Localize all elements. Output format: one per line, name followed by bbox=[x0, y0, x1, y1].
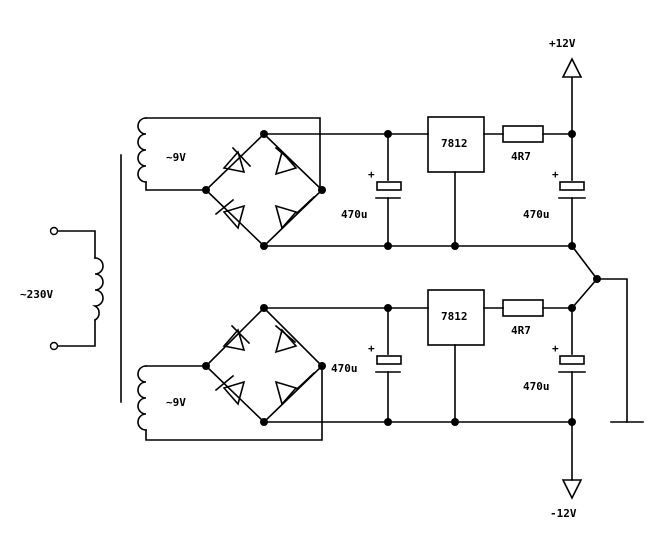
primary-wire-top bbox=[57, 230, 96, 259]
bridge-bottom-outline bbox=[204, 306, 324, 424]
diode-top-3 bbox=[214, 198, 246, 230]
cap-in-bottom: + 470u bbox=[331, 307, 402, 423]
secondary-top-lower-wire bbox=[145, 181, 207, 191]
diode-top-4 bbox=[274, 195, 316, 230]
svg-text:+: + bbox=[552, 342, 559, 355]
secondary-top-upper-wire bbox=[145, 117, 321, 191]
svg-text:+: + bbox=[552, 168, 559, 181]
resistor-bottom: 4R7 bbox=[502, 299, 573, 337]
primary-coil bbox=[91, 257, 104, 322]
diode-bottom-2 bbox=[274, 324, 298, 354]
vpos-label: +12V bbox=[549, 37, 576, 50]
diode-bottom-4 bbox=[274, 371, 316, 406]
regulator-top-label: 7812 bbox=[441, 137, 468, 150]
cap-out-top: + 470u bbox=[523, 133, 586, 247]
mains-label: ~230V bbox=[20, 288, 53, 301]
cap-out-bottom: + 470u bbox=[523, 307, 586, 423]
cap-in-bottom-label: 470u bbox=[331, 362, 358, 375]
ground-junction bbox=[570, 244, 644, 423]
diode-bottom-3 bbox=[214, 374, 246, 406]
cap-in-top-label: 470u bbox=[341, 208, 368, 221]
svg-text:+: + bbox=[368, 342, 375, 355]
resistor-top-label: 4R7 bbox=[511, 150, 531, 163]
cap-in-top: + 470u bbox=[341, 133, 402, 247]
vpos-output: +12V bbox=[549, 37, 583, 135]
cap-out-top-label: 470u bbox=[523, 208, 550, 221]
diode-bottom-1 bbox=[222, 324, 251, 352]
regulator-bottom-label: 7812 bbox=[441, 310, 468, 323]
primary-wire-bottom bbox=[57, 319, 96, 347]
diode-top-1 bbox=[222, 146, 252, 174]
vpos-arrow[interactable] bbox=[561, 57, 583, 78]
regulator-top: 7812 bbox=[427, 116, 504, 247]
mains-input: ~230V bbox=[20, 226, 104, 351]
resistor-top: 4R7 bbox=[502, 125, 573, 163]
bottom-secondary: ~9V bbox=[137, 365, 323, 441]
bridge-rectifier-top bbox=[202, 130, 326, 250]
mains-terminal-bottom[interactable] bbox=[49, 341, 59, 351]
svg-text:+: + bbox=[368, 168, 375, 181]
bridge-rectifier-bottom bbox=[202, 304, 326, 426]
diode-top-2 bbox=[274, 146, 298, 176]
secondary-coil-bottom bbox=[137, 365, 147, 431]
vneg-arrow[interactable] bbox=[561, 479, 583, 500]
bridge-top-outline bbox=[204, 132, 324, 248]
resistor-bottom-label: 4R7 bbox=[511, 324, 531, 337]
secondary-bottom-label: ~9V bbox=[166, 396, 186, 409]
top-secondary: ~9V bbox=[137, 117, 321, 191]
secondary-coil-top bbox=[137, 117, 147, 183]
vneg-output: -12V bbox=[550, 421, 583, 520]
cap-out-bottom-label: 470u bbox=[523, 380, 550, 393]
secondary-bottom-lower-wire bbox=[145, 365, 323, 441]
mains-terminal-top[interactable] bbox=[49, 226, 59, 236]
vneg-label: -12V bbox=[550, 507, 577, 520]
secondary-top-label: ~9V bbox=[166, 151, 186, 164]
regulator-bottom: 7812 bbox=[427, 289, 504, 423]
